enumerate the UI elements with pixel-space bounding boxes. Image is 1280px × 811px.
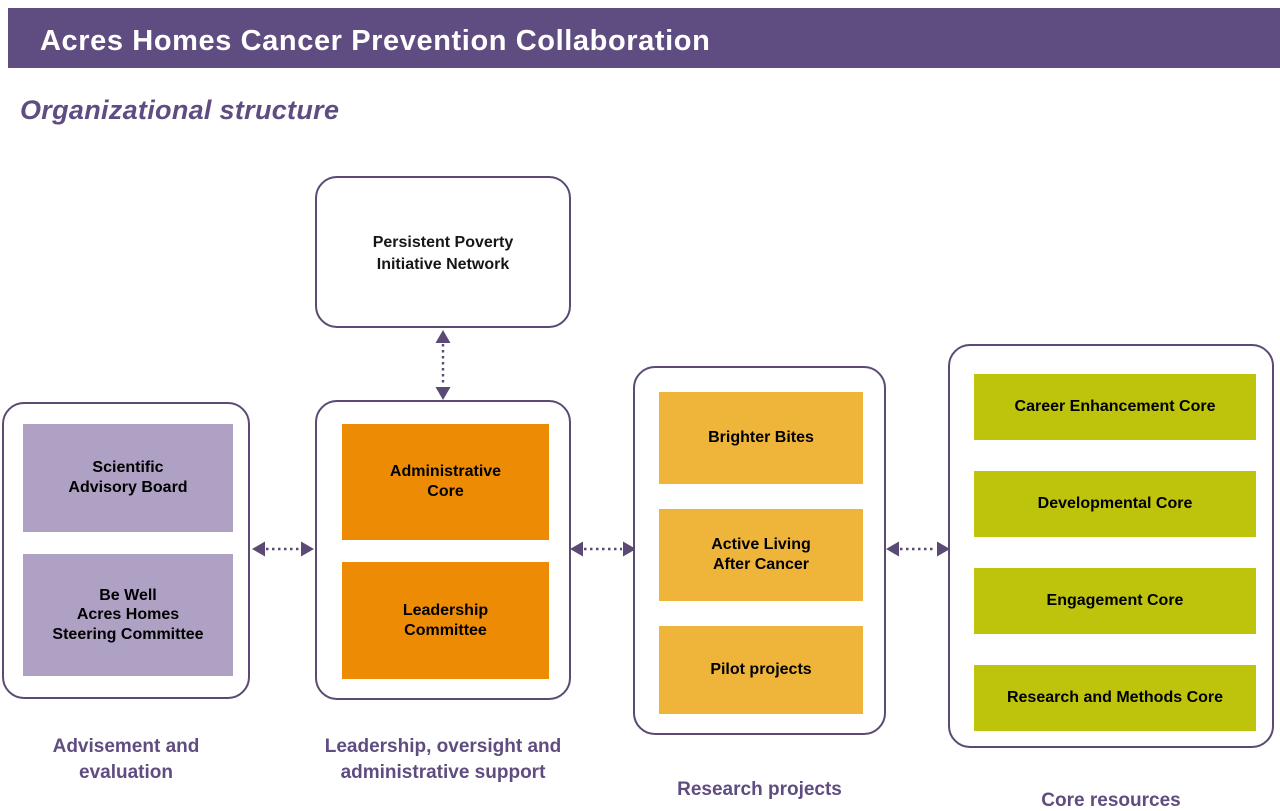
lead-line2: Committee — [404, 621, 487, 639]
leadership-box-leadership-committee: Leadership Committee — [342, 562, 549, 679]
alac-line2: After Cancer — [712, 556, 809, 573]
resources-box-research-and-methods-core: Research and Methods Core — [974, 665, 1256, 731]
bw-line1: Be Well — [99, 586, 157, 604]
advisement-panel: Scientific Advisory Board Be Well Acres … — [2, 402, 250, 699]
research-box-active-living-after-cancer: Active Living After Cancer — [659, 509, 863, 601]
advisement-box-scientific-advisory-board: Scientific Advisory Board — [23, 424, 233, 532]
resources-panel: Career Enhancement Core Developmental Co… — [948, 344, 1274, 748]
sab-line2: Advisory Board — [68, 479, 188, 496]
research-to-resources-arrow — [886, 538, 950, 560]
ec-label: Engagement Core — [1046, 592, 1184, 610]
leadership-panel: Administrative Core Leadership Committee — [315, 400, 571, 700]
rmc-label: Research and Methods Core — [1006, 689, 1224, 707]
bb-line1: Brighter Bites — [708, 429, 814, 447]
resources-box-developmental-core: Developmental Core — [974, 471, 1256, 537]
section-title: Organizational structure — [20, 95, 340, 125]
caption-advisement: Advisement and evaluation — [52, 736, 200, 783]
pilot-line1: Pilot projects — [710, 661, 812, 679]
advisement-box-be-well-steering-committee: Be Well Acres Homes Steering Committee — [23, 554, 233, 676]
caption-leadership: Leadership, oversight and administrative… — [324, 736, 562, 783]
sab-line1: Scientific — [92, 459, 164, 477]
network-label-line1: Persistent Poverty — [372, 234, 514, 251]
admin-line2: Core — [427, 483, 464, 500]
bw-line2: Acres Homes — [76, 606, 180, 624]
cec-label: Career Enhancement Core — [1014, 398, 1216, 416]
research-box-brighter-bites: Brighter Bites — [659, 392, 863, 484]
leadership-box-administrative-core: Administrative Core — [342, 424, 549, 540]
alac-line1: Active Living — [711, 536, 811, 554]
bw-line3: Steering Committee — [52, 625, 204, 643]
lead-line1: Leadership — [402, 601, 489, 619]
page-title: Acres Homes Cancer Prevention Collaborat… — [40, 25, 711, 57]
admin-line1: Administrative — [389, 463, 502, 481]
caption-resources: Core resources — [1041, 790, 1181, 811]
research-box-pilot-projects: Pilot projects — [659, 626, 863, 714]
header-band: Acres Homes Cancer Prevention Collaborat… — [8, 8, 1280, 68]
network-to-leadership-arrow — [432, 330, 454, 400]
research-panel: Brighter Bites Active Living After Cance… — [633, 366, 886, 735]
resources-box-career-enhancement-core: Career Enhancement Core — [974, 374, 1256, 440]
leadership-to-research-arrow — [570, 538, 636, 560]
network-panel-label: Persistent Poverty Initiative Network — [317, 232, 569, 275]
resources-box-engagement-core: Engagement Core — [974, 568, 1256, 634]
network-label-line2: Initiative Network — [376, 255, 510, 273]
caption-research: Research projects — [677, 779, 842, 800]
network-panel: Persistent Poverty Initiative Network — [315, 176, 571, 328]
advisement-to-leadership-arrow — [252, 538, 314, 560]
dc-label: Developmental Core — [1037, 495, 1193, 513]
